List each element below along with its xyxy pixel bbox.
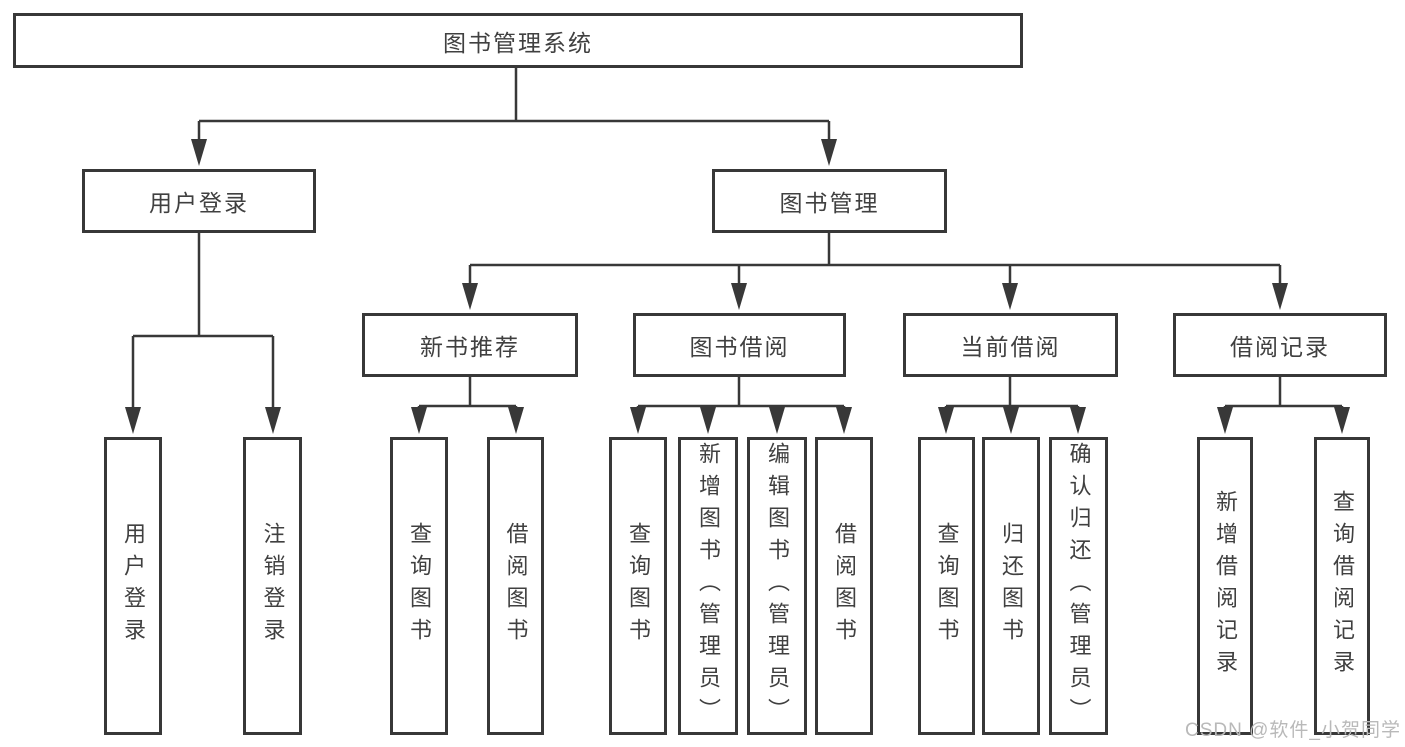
- tree-branch-lines: [133, 68, 1342, 408]
- arrowhead-icons: [125, 139, 1350, 434]
- leaf-query-books-borrowing: 查询图书: [609, 437, 667, 735]
- node-borrowing-records: 借阅记录: [1173, 313, 1387, 377]
- leaf-edit-books-admin: 编辑图书（管理员）: [747, 437, 807, 735]
- node-current-borrowing: 当前借阅: [903, 313, 1118, 377]
- node-user-login: 用户登录: [82, 169, 316, 233]
- leaf-confirm-return-admin: 确认归还（管理员）: [1049, 437, 1108, 735]
- leaf-add-books-admin: 新增图书（管理员）: [678, 437, 738, 735]
- leaf-query-books-current: 查询图书: [918, 437, 975, 735]
- leaf-borrow-books-newbook: 借阅图书: [487, 437, 544, 735]
- leaf-user-login: 用户登录: [104, 437, 162, 735]
- node-new-book-recommend: 新书推荐: [362, 313, 578, 377]
- node-book-borrowing: 图书借阅: [633, 313, 846, 377]
- leaf-logout-login: 注销登录: [243, 437, 302, 735]
- csdn-watermark: CSDN @软件_小贺同学: [1185, 720, 1401, 741]
- leaf-borrow-books-borrowing: 借阅图书: [815, 437, 873, 735]
- node-book-management: 图书管理: [712, 169, 947, 233]
- node-root-system: 图书管理系统: [13, 13, 1023, 68]
- leaf-query-borrow-record: 查询借阅记录: [1314, 437, 1370, 735]
- leaf-query-books-newbook: 查询图书: [390, 437, 448, 735]
- leaf-add-borrow-record: 新增借阅记录: [1197, 437, 1253, 735]
- leaf-return-books: 归还图书: [982, 437, 1040, 735]
